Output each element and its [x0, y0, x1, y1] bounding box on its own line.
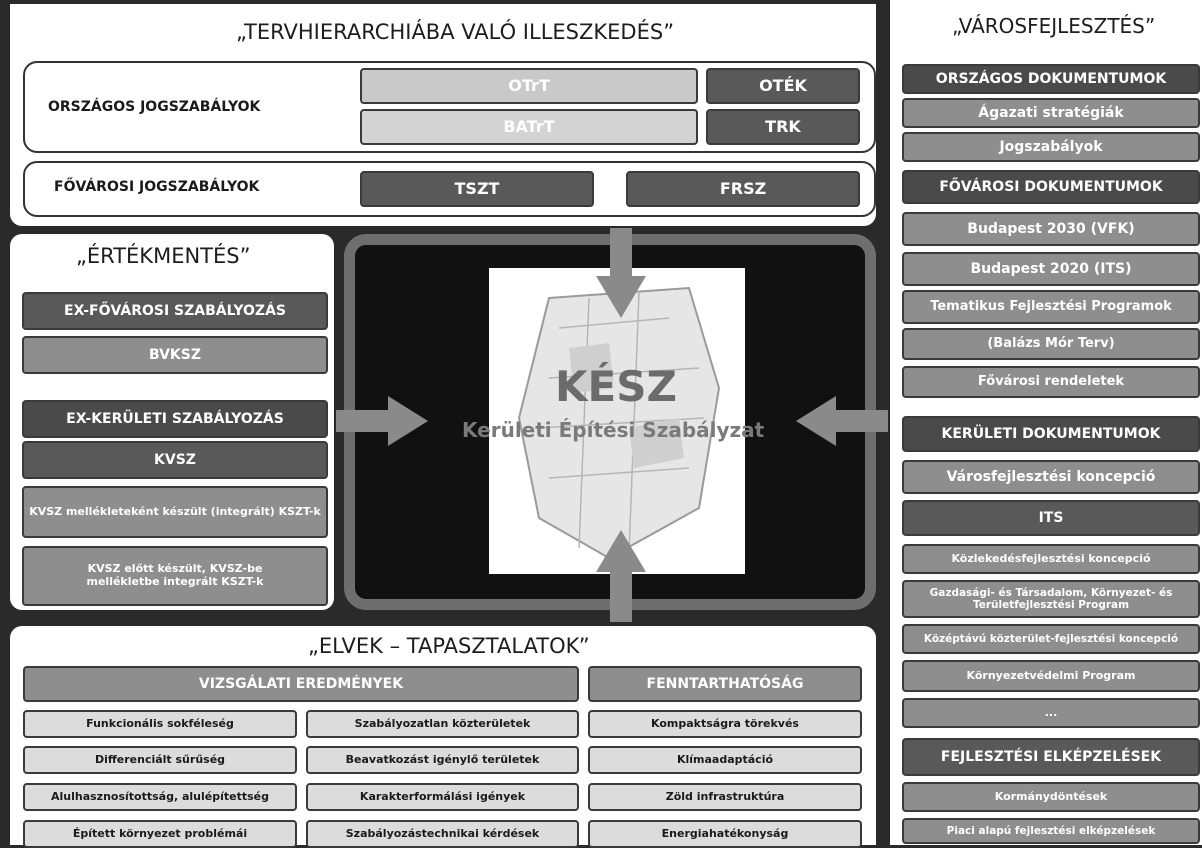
orszagos-dok-box: ORSZÁGOS DOKUMENTUMOK — [902, 64, 1200, 94]
fenntarthatosag-box: FENNTARTHATÓSÁG — [588, 666, 862, 702]
bvksz-box: BVKSZ — [22, 336, 328, 374]
fovarosi-rend-box: Fővárosi rendeletek — [902, 366, 1200, 398]
gazdasagi-box: Gazdasági- és Társadalom, Környezet- és … — [902, 580, 1200, 618]
otrt-box: OTrT — [360, 68, 698, 104]
col3-item: Zöld infrastruktúra — [588, 783, 862, 811]
its-box: ITS — [902, 500, 1200, 536]
left-panel: „ÉRTÉKMENTÉS” EX-FŐVÁROSI SZABÁLYOZÁS BV… — [10, 234, 334, 610]
piaci-box: Piaci alapú fejlesztési elképzelések — [902, 818, 1200, 844]
arrow-up-icon — [596, 530, 646, 622]
col2-item: Szabályozatlan közterületek — [306, 710, 579, 738]
kozeptavu-box: Középtávú közterület-fejlesztési koncepc… — [902, 624, 1200, 654]
left-title: „ÉRTÉKMENTÉS” — [76, 244, 251, 268]
kvsz-box: KVSZ — [22, 441, 328, 479]
kvsz-mell-box: KVSZ mellékleteként készült (integrált) … — [22, 486, 328, 538]
col2-item: Szabályozástechnikai kérdések — [306, 820, 579, 848]
batrt-box: BATrT — [360, 109, 698, 145]
orszagos-label: ORSZÁGOS JOGSZABÁLYOK — [48, 99, 261, 115]
col2-item: Beavatkozást igénylő területek — [306, 746, 579, 774]
frsz-box: FRSZ — [626, 171, 860, 207]
kozlekedes-box: Közlekedésfejlesztési koncepció — [902, 544, 1200, 574]
kesz-title: KÉSZ — [555, 362, 677, 411]
balazs-box: (Balázs Mór Terv) — [902, 328, 1200, 360]
top-title: „TERVHIERARCHIÁBA VALÓ ILLESZKEDÉS” — [236, 20, 675, 44]
ex-fovarosi-box: EX-FŐVÁROSI SZABÁLYOZÁS — [22, 292, 328, 330]
trk-box: TRK — [706, 109, 860, 145]
col1-item: Épített környezet problémái — [23, 820, 297, 848]
kormany-box: Kormánydöntések — [902, 782, 1200, 812]
keruleti-dok-box: KERÜLETI DOKUMENTUMOK — [902, 416, 1200, 452]
otek-box: OTÉK — [706, 68, 860, 104]
fovarosi-frame — [23, 161, 876, 217]
fovarosi-label: FŐVÁROSI JOGSZABÁLYOK — [54, 179, 260, 195]
orszagos-frame — [23, 61, 876, 153]
jogszabalyok-box: Jogszabályok — [902, 132, 1200, 162]
col2-item: Karakterformálási igények — [306, 783, 579, 811]
tszt-box: TSZT — [360, 171, 594, 207]
col1-item: Funkcionális sokféleség — [23, 710, 297, 738]
col3-item: Klímaadaptáció — [588, 746, 862, 774]
district-map-illustration — [517, 286, 721, 560]
ex-keruleti-box: EX-KERÜLETI SZABÁLYOZÁS — [22, 400, 328, 438]
right-title: „VÁROSFEJLESZTÉS” — [952, 14, 1156, 38]
map-image — [489, 268, 745, 574]
ellipsis-box: ... — [902, 698, 1200, 728]
top-panel: „TERVHIERARCHIÁBA VALÓ ILLESZKEDÉS” ORSZ… — [10, 4, 876, 226]
col3-item: Kompaktságra törekvés — [588, 710, 862, 738]
fovarosi-dok-box: FŐVÁROSI DOKUMENTUMOK — [902, 170, 1200, 204]
col1-item: Alulhasznosítottság, alulépítettség — [23, 783, 297, 811]
vizsgalati-box: VIZSGÁLATI EREDMÉNYEK — [23, 666, 579, 702]
kornyezet-box: Környezetvédelmi Program — [902, 660, 1200, 692]
bottom-title: „ELVEK – TAPASZTALATOK” — [308, 634, 590, 658]
varosfejl-box: Városfejlesztési koncepció — [902, 460, 1200, 494]
kvsz-elott-box: KVSZ előtt készült, KVSZ-be mellékletbe … — [22, 546, 328, 606]
arrow-left-icon — [796, 396, 888, 446]
tematikus-box: Tematikus Fejlesztési Programok — [902, 290, 1200, 324]
kesz-subtitle: Kerületi Építési Szabályzat — [462, 418, 765, 442]
col3-item: Energiahatékonyság — [588, 820, 862, 848]
arrow-right-icon — [336, 396, 428, 446]
right-panel: „VÁROSFEJLESZTÉS” ORSZÁGOS DOKUMENTUMOK … — [890, 0, 1202, 845]
bp2020-box: Budapest 2020 (ITS) — [902, 252, 1200, 286]
agazati-box: Ágazati stratégiák — [902, 98, 1200, 128]
col1-item: Differenciált sűrűség — [23, 746, 297, 774]
fejlesztesi-box: FEJLESZTÉSI ELKÉPZELÉSEK — [902, 738, 1200, 776]
bottom-panel: „ELVEK – TAPASZTALATOK” VIZSGÁLATI EREDM… — [10, 626, 876, 848]
bp2030-box: Budapest 2030 (VFK) — [902, 212, 1200, 246]
arrow-down-icon — [596, 228, 646, 318]
